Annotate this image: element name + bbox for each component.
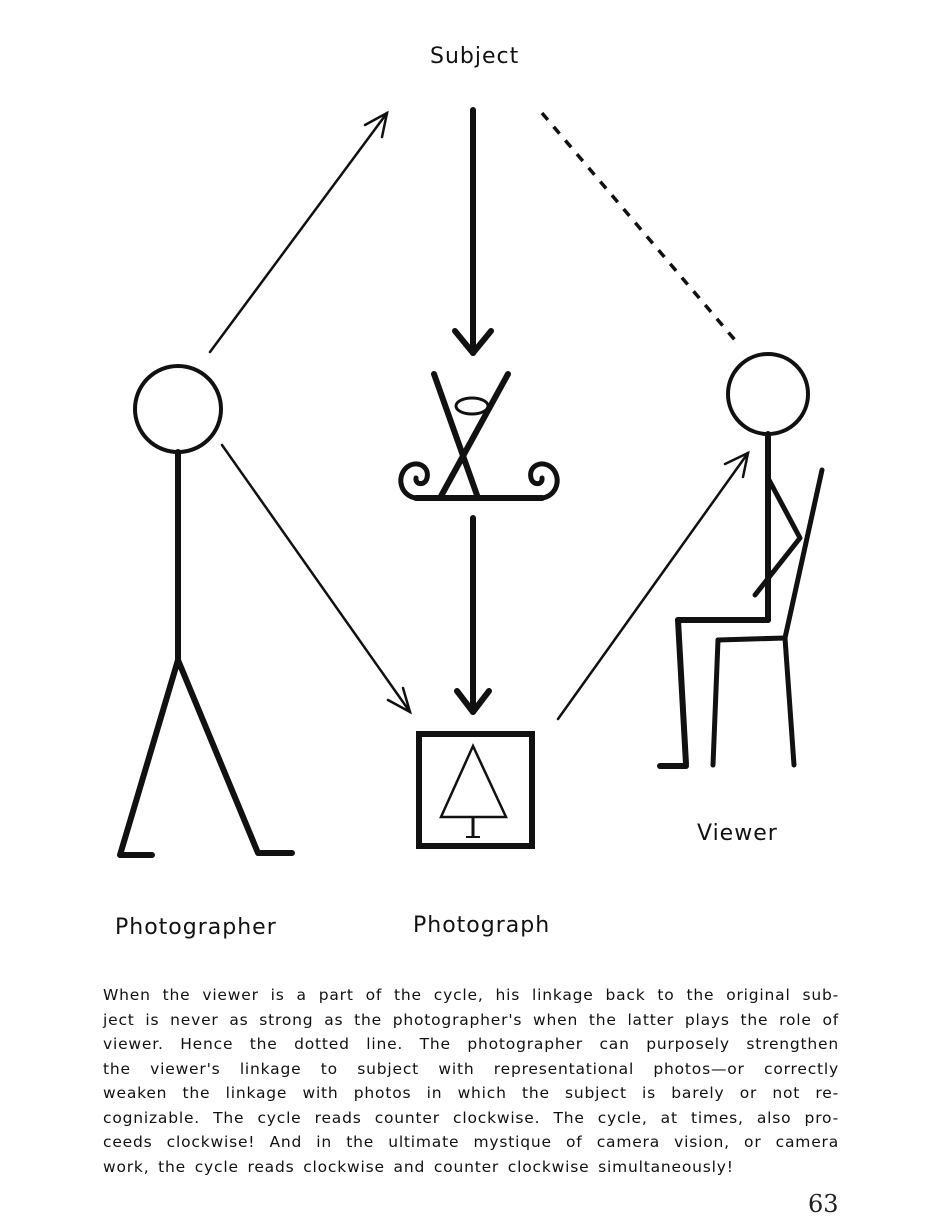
- photograph-frame: [416, 731, 535, 849]
- viewer-label: Viewer: [697, 821, 778, 846]
- photograph-to-viewer-arrow: [556, 450, 750, 721]
- subject-to-camera-arrow: [452, 107, 494, 356]
- photographer-label: Photographer: [115, 915, 277, 940]
- caption-line: the viewer's linkage to subject with rep…: [103, 1059, 839, 1078]
- caption-line: cognizable. The cycle reads counter cloc…: [103, 1108, 839, 1127]
- caption-paragraph: When the viewer is a part of the cycle, …: [103, 983, 839, 1179]
- viewer-to-subject-dotted-line: [540, 111, 742, 348]
- viewer-figure: [657, 352, 810, 769]
- photographer-to-subject-arrow: [208, 110, 389, 354]
- chair: [710, 467, 825, 768]
- camera-symbol: [398, 371, 560, 501]
- caption-line: weaken the linkage with photos in which …: [103, 1084, 839, 1102]
- caption-line: ject is never as strong as the photograp…: [103, 1010, 839, 1029]
- page-number: 63: [808, 1190, 839, 1218]
- photographer-figure: [117, 364, 295, 858]
- photograph-label: Photograph: [413, 913, 551, 938]
- caption-line: ceeds clockwise! And in the ultimate mys…: [103, 1133, 839, 1151]
- subject-label: Subject: [430, 44, 520, 69]
- caption-line: work, the cycle reads clockwise and coun…: [103, 1157, 734, 1176]
- caption-line: viewer. Hence the dotted line. The photo…: [103, 1035, 839, 1053]
- photographer-to-photograph-arrow: [220, 443, 413, 715]
- caption-line: When the viewer is a part of the cycle, …: [103, 986, 839, 1004]
- camera-to-photograph-arrow: [454, 515, 492, 715]
